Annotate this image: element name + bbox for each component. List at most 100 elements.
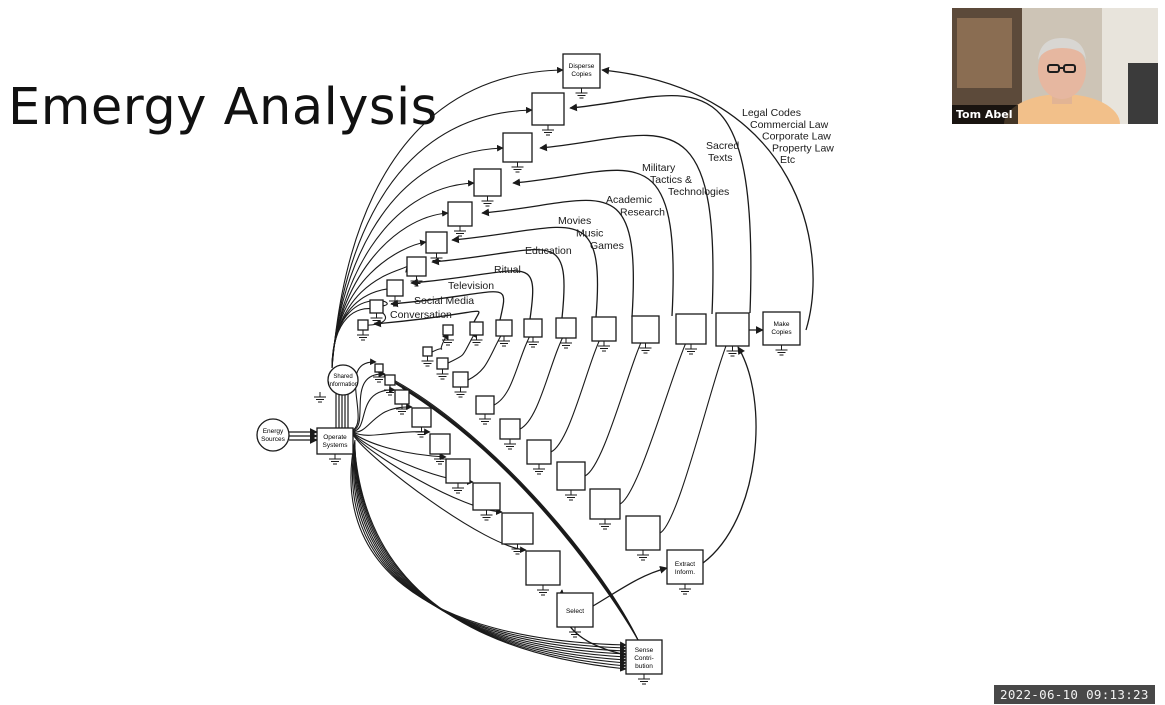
svg-text:Extract: Extract	[675, 561, 695, 568]
svg-text:Academic: Academic	[606, 194, 652, 206]
storage-box-icon	[387, 280, 403, 296]
svg-text:Property Law: Property Law	[772, 142, 834, 154]
storage-box-icon	[470, 322, 483, 335]
svg-text:Military: Military	[642, 162, 676, 174]
ground-symbol-icon	[637, 550, 649, 560]
participant-name-tag: Tom Abel	[952, 105, 1018, 124]
svg-text:Sources: Sources	[261, 436, 286, 443]
svg-text:Sense: Sense	[635, 647, 654, 654]
operate-systems-node: Operate Systems	[317, 428, 353, 454]
select-node: Select	[557, 593, 593, 627]
svg-text:Movies: Movies	[558, 215, 591, 227]
storage-box-icon	[474, 169, 501, 196]
ground-symbol-icon	[396, 404, 408, 414]
ground-symbol-icon	[776, 345, 788, 355]
sense-contribution-node: Sense Contri- bution	[626, 640, 662, 674]
svg-text:Energy: Energy	[263, 428, 284, 435]
storage-box-icon	[524, 319, 542, 337]
extract-inform-node: Extract Inform.	[667, 550, 703, 584]
ground-symbol-icon	[679, 584, 691, 594]
storage-box-icon	[423, 347, 432, 356]
svg-text:Etc: Etc	[780, 154, 795, 166]
make-copies-node: Make Copies	[763, 312, 800, 345]
storage-box-icon	[430, 434, 450, 454]
storage-box-icon	[395, 390, 409, 404]
ground-symbol-icon	[685, 344, 697, 354]
svg-text:Select: Select	[566, 608, 584, 615]
storage-box-icon	[412, 408, 431, 427]
svg-text:Inform.: Inform.	[675, 569, 695, 576]
storage-box-icon	[590, 489, 620, 519]
storage-box-icon	[385, 375, 395, 385]
ground-symbol-icon	[542, 125, 554, 135]
label-social-media: Social Media	[414, 295, 474, 307]
ground-symbol-icon	[479, 414, 491, 424]
storage-box-icon	[557, 462, 585, 490]
storage-box-icon	[632, 316, 659, 343]
storage-box-icon	[407, 257, 426, 276]
storage-boxes	[358, 93, 749, 585]
storage-box-icon	[448, 202, 472, 226]
ground-symbol-icon	[314, 392, 326, 402]
ground-symbol-icon	[640, 343, 652, 353]
ground-symbol-icon	[434, 454, 446, 464]
svg-text:Information: Information	[328, 382, 358, 388]
svg-text:Games: Games	[590, 240, 624, 252]
storage-box-icon	[426, 232, 447, 253]
ground-symbol-icon	[576, 88, 588, 98]
ground-symbol-icon	[416, 427, 428, 437]
storage-box-icon	[592, 317, 616, 341]
storage-box-icon	[532, 93, 564, 125]
svg-text:Make: Make	[774, 321, 790, 328]
ground-symbol-icon	[454, 226, 466, 236]
ground-symbol-icon	[512, 162, 524, 172]
storage-box-icon	[500, 419, 520, 439]
label-education: Education	[525, 245, 572, 257]
participant-video-tile[interactable]: Tom Abel	[952, 8, 1158, 124]
storage-box-icon	[446, 459, 470, 483]
svg-text:Tactics &: Tactics &	[650, 174, 692, 186]
storage-box-icon	[716, 313, 749, 346]
label-ritual: Ritual	[494, 264, 521, 276]
ground-symbol-icon	[437, 369, 449, 379]
svg-text:Corporate Law: Corporate Law	[762, 131, 831, 143]
svg-text:Commercial Law: Commercial Law	[750, 119, 829, 131]
svg-text:Texts: Texts	[708, 152, 733, 164]
ground-symbol-icon	[504, 439, 516, 449]
ground-symbol-icon	[727, 346, 739, 356]
ground-symbol-icon	[537, 585, 549, 595]
ground-symbol-icon	[389, 296, 401, 306]
ground-symbol-icon	[599, 519, 611, 529]
storage-box-icon	[676, 314, 706, 344]
storage-box-icon	[453, 372, 468, 387]
ground-symbol-icon	[481, 510, 493, 520]
ground-symbol-icon	[329, 454, 341, 464]
ground-symbol-icon	[482, 196, 494, 206]
storage-box-icon	[503, 133, 532, 162]
ground-symbol-icon	[512, 544, 524, 554]
storage-box-icon	[375, 364, 383, 372]
recording-timestamp: 2022-06-10 09:13:23	[994, 685, 1155, 704]
ground-symbol-icon	[442, 335, 454, 345]
storage-box-icon	[437, 358, 448, 369]
storage-box-icon	[556, 318, 576, 338]
ground-symbol-icon	[638, 674, 650, 684]
energy-sources-node: Energy Sources	[257, 419, 289, 451]
ground-symbol-icon	[357, 330, 369, 340]
svg-text:bution: bution	[635, 663, 653, 670]
ground-symbol-icon	[598, 341, 610, 351]
ground-symbol-icon	[565, 490, 577, 500]
svg-text:Systems: Systems	[323, 442, 349, 449]
storage-box-icon	[527, 440, 551, 464]
svg-text:Operate: Operate	[323, 434, 347, 441]
ground-symbol-icon	[384, 385, 396, 395]
svg-text:Shared: Shared	[333, 374, 352, 380]
label-television: Television	[448, 280, 494, 292]
svg-text:Legal Codes: Legal Codes	[742, 107, 801, 119]
storage-box-icon	[526, 551, 560, 585]
ground-symbol-icon	[422, 356, 434, 366]
svg-text:Contri-: Contri-	[634, 655, 654, 662]
